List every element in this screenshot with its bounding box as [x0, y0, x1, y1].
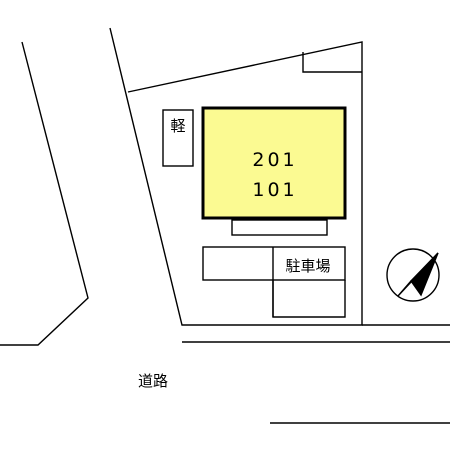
road-label: 道路 [138, 372, 168, 390]
kei-parking-space [162, 109, 194, 167]
unit-label-upper: 201 [252, 149, 297, 171]
parking-space-1 [202, 246, 346, 281]
north-arrow-icon [386, 248, 440, 302]
left-boundary-line [0, 41, 89, 346]
kei-parking-label: 軽 [170, 117, 185, 135]
corner-box [302, 52, 362, 73]
parking-space-2 [272, 280, 346, 318]
unit-label-lower: 101 [252, 179, 297, 201]
building-step [231, 219, 328, 236]
building [201, 106, 347, 220]
parking-label: 駐車場 [285, 257, 330, 275]
